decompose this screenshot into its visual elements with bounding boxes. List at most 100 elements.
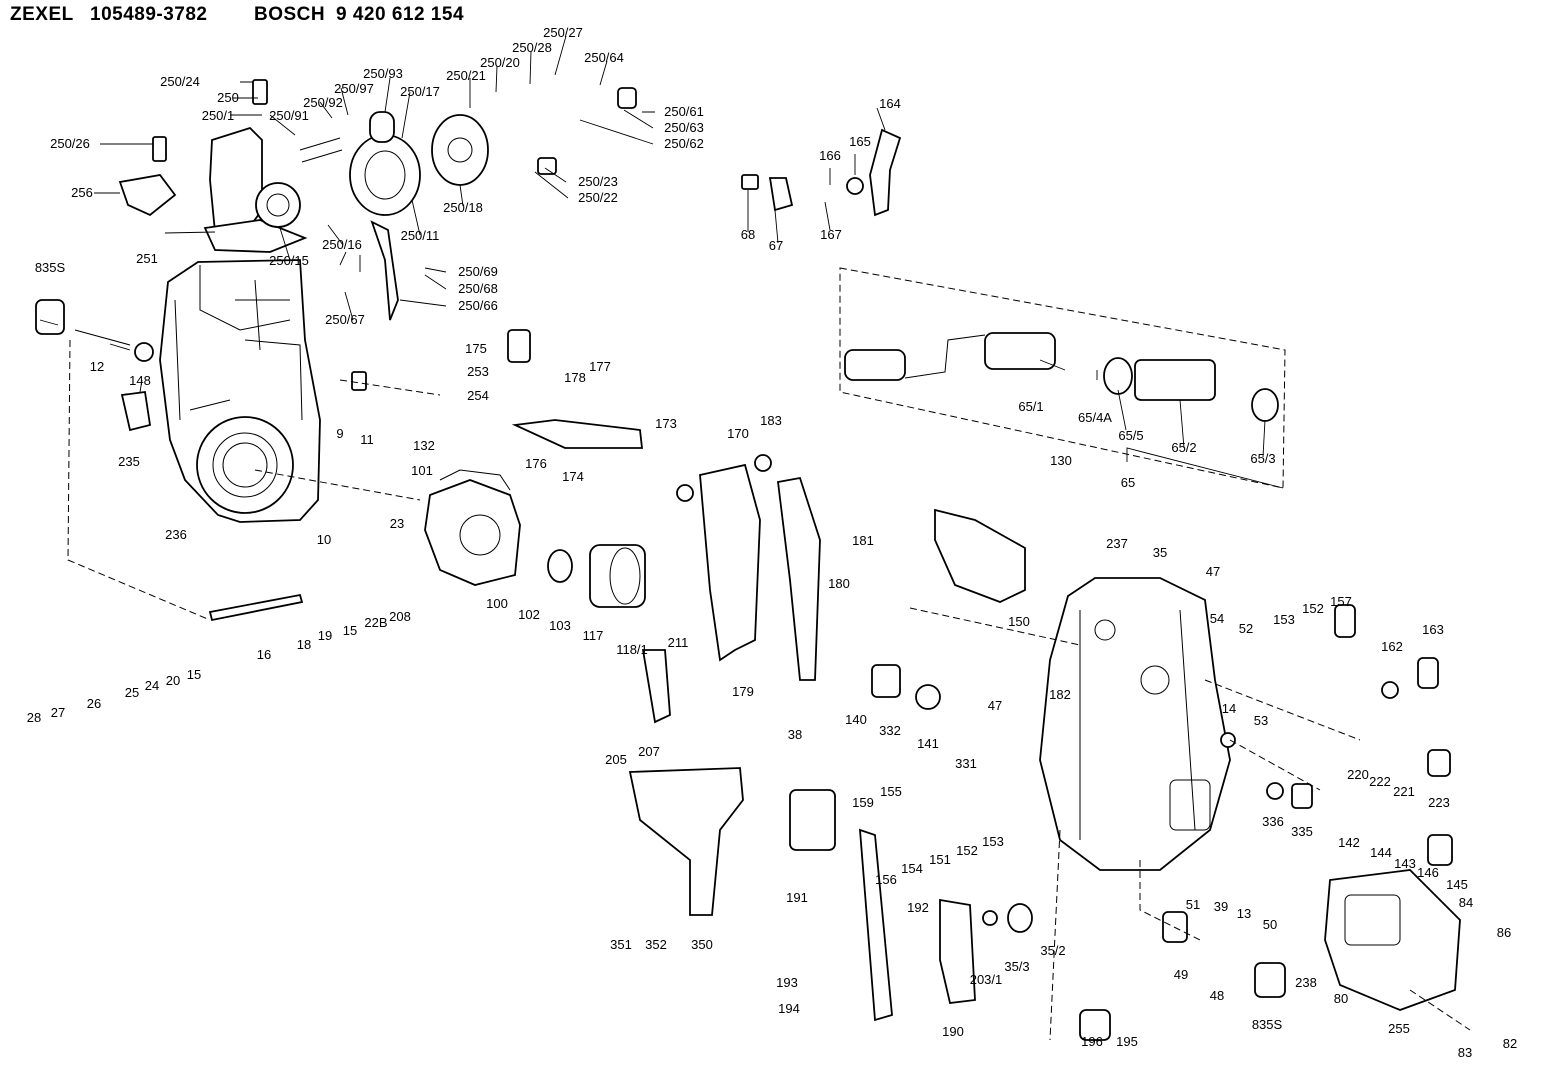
callout-label: 835S: [1251, 1017, 1283, 1032]
callout-label: 15: [342, 623, 358, 638]
callout-label: 250/62: [664, 136, 704, 151]
callout-label: 145: [1446, 877, 1468, 892]
callout-label: 102: [518, 607, 540, 622]
callout-label: 352: [645, 937, 667, 952]
callout-label: 144: [1370, 845, 1392, 860]
callout-label: 253: [467, 364, 489, 379]
callout-label: 28: [26, 710, 42, 725]
callout-label: 250/18: [443, 200, 483, 215]
callout-label: 221: [1393, 784, 1415, 799]
callout-label: 157: [1330, 594, 1352, 609]
callout-label: 101: [411, 463, 433, 478]
callout-label: 250/64: [584, 50, 624, 65]
callout-label: 207: [638, 744, 660, 759]
callout-label: 177: [589, 359, 611, 374]
callout-label: 65/3: [1250, 451, 1276, 466]
callout-label: 141: [917, 736, 939, 751]
callout-label: 332: [879, 723, 901, 738]
callout-label: 174: [562, 469, 584, 484]
callout-label: 223: [1428, 795, 1450, 810]
callout-label: 176: [525, 456, 547, 471]
callout-label: 13: [1236, 906, 1252, 921]
callout-label: 65/1: [1018, 399, 1044, 414]
brand-primary: ZEXEL: [10, 4, 74, 25]
callout-label: 48: [1209, 988, 1225, 1003]
callout-label: 14: [1221, 701, 1237, 716]
callout-label: 152: [956, 843, 978, 858]
callout-label: 150: [1008, 614, 1030, 629]
callout-label: 25: [124, 685, 140, 700]
callout-label: 18: [296, 637, 312, 652]
callout-label: 22B: [364, 615, 388, 630]
callout-label: 211: [667, 635, 689, 650]
callout-label: 173: [655, 416, 677, 431]
callout-label: 143: [1394, 856, 1416, 871]
callout-label: 237: [1106, 536, 1128, 551]
callout-label: 65/2: [1171, 440, 1197, 455]
callout-label: 142: [1338, 835, 1360, 850]
callout-label: 15: [186, 667, 202, 682]
callout-label: 170: [727, 426, 749, 441]
callout-label: 250/24: [160, 74, 200, 89]
callout-label: 153: [1273, 612, 1295, 627]
callout-label: 20: [165, 673, 181, 688]
callout-label: 68: [740, 227, 756, 242]
callout-label: 162: [1381, 639, 1403, 654]
callout-label: 86: [1496, 925, 1512, 940]
callout-label: 250: [217, 90, 239, 105]
callout-label: 130: [1050, 453, 1072, 468]
callout-label: 250/27: [543, 25, 583, 40]
callout-label: 151: [929, 852, 951, 867]
callout-label: 350: [691, 937, 713, 952]
callout-label: 250/22: [578, 190, 618, 205]
callout-label: 100: [486, 596, 508, 611]
callout-label: 250/66: [458, 298, 498, 313]
callout-label: 180: [828, 576, 850, 591]
callout-label: 183: [760, 413, 782, 428]
callout-label: 250/28: [512, 40, 552, 55]
callout-label: 195: [1116, 1034, 1138, 1049]
callout-label: 165: [849, 134, 871, 149]
callout-label: 250/68: [458, 281, 498, 296]
governor-levers: [507, 329, 976, 1022]
callout-label: 190: [942, 1024, 964, 1039]
callout-label: 83: [1457, 1045, 1473, 1060]
callout-label: 336: [1262, 814, 1284, 829]
callout-label: 203/1: [969, 972, 1003, 987]
callout-label: 10: [316, 532, 332, 547]
callout-label: 65/4A: [1078, 410, 1112, 425]
callout-label: 19: [317, 628, 333, 643]
callout-label: 256: [71, 185, 93, 200]
callout-label: 250/91: [269, 108, 309, 123]
callout-label: 84: [1458, 895, 1474, 910]
callout-label: 152: [1302, 601, 1324, 616]
brand-secondary: BOSCH: [254, 4, 326, 25]
callout-label: 250/20: [480, 55, 520, 70]
callout-label: 35/3: [1004, 959, 1030, 974]
callout-label: 351: [610, 937, 632, 952]
callout-label: 140: [845, 712, 867, 727]
callout-label: 117: [582, 628, 604, 643]
cam-ring-group: [208, 469, 646, 622]
callout-label: 132: [413, 438, 435, 453]
callout-label: 82: [1502, 1036, 1518, 1051]
callout-label: 238: [1295, 975, 1317, 990]
callout-label: 23: [389, 516, 405, 531]
callout-label: 250/63: [664, 120, 704, 135]
callout-label: 38: [787, 727, 803, 742]
callout-label: 335: [1291, 824, 1313, 839]
callout-label: 250/92: [303, 95, 343, 110]
callout-label: 254: [467, 388, 489, 403]
callout-label: 835S: [34, 260, 66, 275]
callout-label: 26: [86, 696, 102, 711]
callout-label: 250/23: [578, 174, 618, 189]
callout-label: 49: [1173, 967, 1189, 982]
callout-label: 250/1: [201, 108, 235, 123]
callout-label: 192: [907, 900, 929, 915]
callout-label: 175: [465, 341, 487, 356]
callout-label: 250/97: [334, 81, 374, 96]
callout-label: 205: [605, 752, 627, 767]
callout-label: 154: [901, 861, 923, 876]
callout-label: 250/21: [446, 68, 486, 83]
